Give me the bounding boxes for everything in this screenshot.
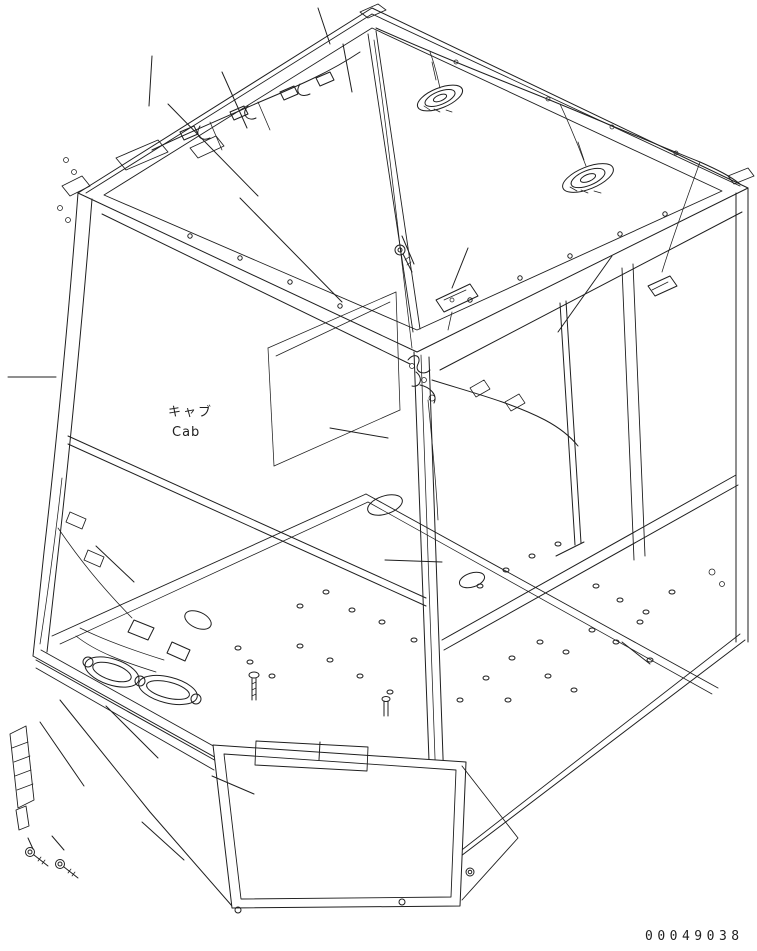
door-panel: [212, 740, 519, 909]
lower-left-body: [9, 659, 233, 907]
floor-openings: [184, 494, 486, 630]
cab-label-jp: キャブ: [168, 404, 213, 420]
bolt-icon: [25, 847, 79, 879]
windshield-frame: [39, 213, 427, 645]
leader-lines: [7, 7, 651, 861]
roof-rivet-dots: [187, 211, 668, 309]
bracket-part: [647, 275, 678, 297]
speaker-icon: [416, 61, 464, 113]
foot-bolts: [234, 867, 475, 914]
floor-bolt-holes: [234, 541, 676, 703]
door-label-plate: [254, 740, 369, 772]
wiring-harness: [151, 27, 741, 349]
duct-hose-assembly: [57, 527, 202, 706]
part-number: 00049038: [645, 929, 744, 944]
cab-pillars: [32, 187, 749, 789]
cab-label: キャブ Cab: [168, 404, 213, 440]
speaker-icon: [562, 141, 614, 194]
screw-icon: [394, 244, 413, 273]
cab-roof-frame: [57, 3, 755, 353]
bolt-icon: [248, 671, 391, 717]
cab-label-en: Cab: [172, 425, 200, 440]
mounted-device: [435, 283, 479, 331]
side-window-frames: [439, 211, 743, 651]
wiring-junction: [407, 355, 579, 521]
